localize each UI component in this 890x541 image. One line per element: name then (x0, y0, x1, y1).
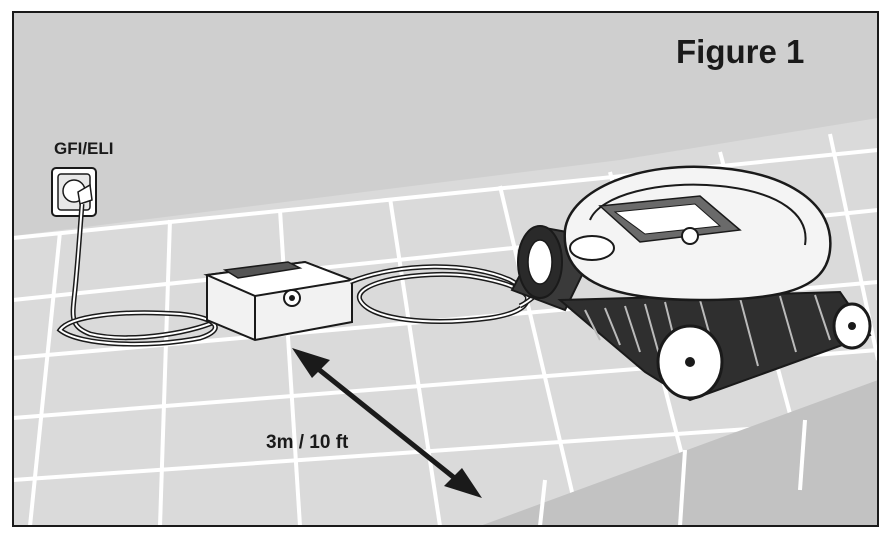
figure-border (12, 11, 879, 527)
distance-label: 3m / 10 ft (266, 432, 349, 453)
pool-robot (510, 165, 872, 402)
pool-coping (480, 380, 878, 526)
outlet-label: GFI/ELI (54, 139, 114, 158)
figure-title: Figure 1 (676, 33, 805, 70)
distance-arrow-icon (292, 348, 482, 498)
wall-outlet-icon (51, 167, 97, 217)
